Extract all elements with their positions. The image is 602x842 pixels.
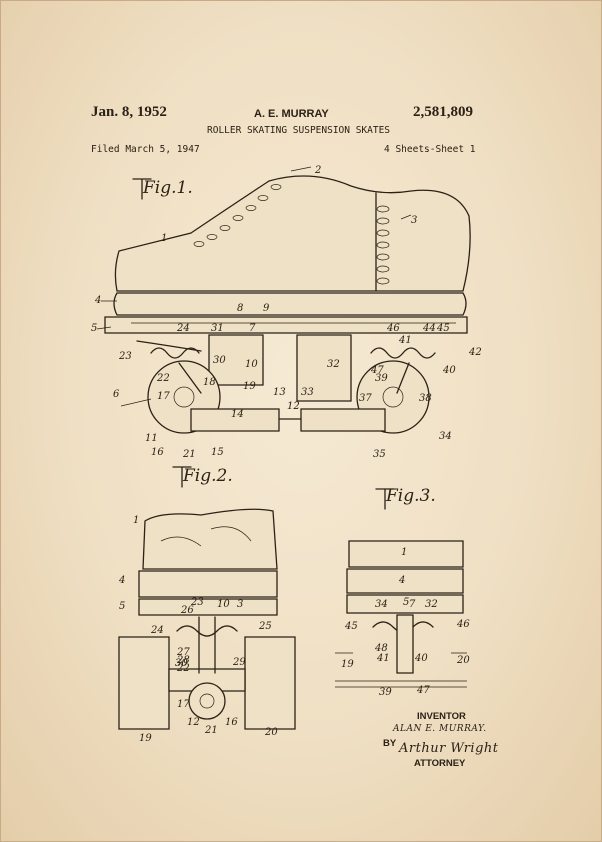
fig2-numeral-26: 26 (180, 605, 194, 616)
fig1-numeral-15: 15 (211, 447, 224, 458)
fig1-numeral-32: 32 (327, 359, 340, 370)
fig1-numeral-2: 2 (314, 165, 321, 176)
fig1-numeral-11: 11 (145, 433, 158, 444)
fig1-numeral-39: 39 (375, 373, 388, 384)
fig1-numeral-3: 3 (411, 215, 417, 226)
patent-date: Jan. 8, 1952 (91, 104, 167, 120)
fig3-numeral-7: 7 (409, 599, 416, 610)
fig2-numeral-3: 3 (237, 599, 243, 610)
fig3-section-view (335, 540, 467, 688)
filed-date: Filed March 5, 1947 (91, 144, 200, 155)
fig1-numeral-12: 12 (287, 401, 300, 412)
fig3-numeral-47: 47 (416, 685, 430, 696)
fig1-numeral-40: 40 (442, 365, 456, 376)
attorney-label: ATTORNEY (414, 758, 466, 769)
fig2-numeral-30: 30 (175, 658, 188, 669)
fig1-numeral-37: 37 (359, 393, 372, 404)
fig2-numeral-23: 23 (190, 597, 204, 608)
fig2-numeral-21: 21 (204, 725, 218, 736)
fig3-numeral-34: 34 (375, 599, 388, 610)
fig3-numeral-48: 48 (374, 643, 388, 654)
fig2-numeral-27: 27 (176, 647, 190, 658)
figure-3-label: Fig.3. (385, 486, 436, 506)
fig2-numeral-22: 22 (176, 663, 190, 674)
fig1-numeral-45: 45 (436, 323, 450, 334)
fig2-numeral-20: 20 (264, 727, 278, 738)
attorney-signature: Arthur Wright (399, 741, 499, 756)
fig1-numeral-35: 35 (373, 449, 386, 460)
fig1-numeral-8: 8 (237, 303, 243, 314)
fig1-numeral-31: 31 (211, 323, 224, 334)
fig2-numeral-19: 19 (139, 733, 152, 744)
fig2-numeral-5: 5 (119, 601, 125, 612)
fig1-numeral-6: 6 (113, 389, 120, 400)
fig1-numeral-19: 19 (243, 381, 256, 392)
fig1-numeral-16: 16 (151, 447, 164, 458)
figure-1-label: Fig.1. (142, 178, 193, 198)
fig1-numeral-46: 46 (386, 323, 400, 334)
fig1-numeral-14: 14 (231, 409, 244, 420)
fig1-numeral-34: 34 (439, 431, 452, 442)
fig1-numeral-30: 30 (213, 355, 226, 366)
fig3-numeral-39: 39 (379, 687, 392, 698)
fig2-numeral-17: 17 (177, 699, 190, 710)
fig3-numeral-41: 41 (376, 653, 390, 664)
sheet-count: 4 Sheets-Sheet 1 (384, 144, 476, 155)
fig2-numeral-1: 1 (133, 515, 139, 526)
fig1-numeral-47: 47 (370, 365, 384, 376)
fig2-numeral-12: 12 (187, 717, 200, 728)
fig2-numeral-28: 28 (176, 655, 190, 666)
patent-number: 2,581,809 (413, 104, 473, 120)
fig1-numeral-24: 24 (176, 323, 190, 334)
inventor-name-header: A. E. MURRAY (254, 108, 329, 120)
fig3-numeral-45: 45 (344, 621, 358, 632)
fig1-numeral-21: 21 (182, 449, 196, 460)
by-label: BY (383, 738, 397, 749)
figure-2-label: Fig.2. (182, 466, 233, 486)
fig3-numeral-1: 1 (401, 547, 407, 558)
fig1-numeral-41: 41 (398, 335, 412, 346)
patent-title: ROLLER SKATING SUSPENSION SKATES (207, 125, 391, 136)
inventor-name: ALAN E. MURRAY. (393, 724, 487, 734)
fig3-numeral-4: 4 (398, 575, 405, 586)
fig1-numeral-10: 10 (245, 359, 258, 370)
fig3-numeral-40: 40 (414, 653, 428, 664)
fig2-numeral-25: 25 (258, 621, 272, 632)
fig1-numeral-33: 33 (301, 387, 314, 398)
fig1-numeral-13: 13 (273, 387, 286, 398)
fig3-numeral-5: 5 (403, 597, 409, 608)
fig3-numeral-32: 32 (425, 599, 438, 610)
fig1-numeral-5: 5 (91, 323, 97, 334)
inventor-label: INVENTOR (417, 711, 466, 722)
fig1-numeral-7: 7 (249, 323, 256, 334)
fig3-numeral-20: 20 (456, 655, 470, 666)
fig2-skate-front-view (118, 508, 296, 730)
fig1-numeral-42: 42 (468, 347, 482, 358)
fig1-numeral-9: 9 (263, 303, 270, 314)
fig2-numeral-4: 4 (118, 575, 125, 586)
fig2-numeral-29: 29 (232, 657, 246, 668)
fig2-numeral-24: 24 (150, 625, 164, 636)
fig1-numeral-44: 44 (422, 323, 436, 334)
fig1-numeral-17: 17 (157, 391, 170, 402)
fig3-numeral-19: 19 (341, 659, 354, 670)
fig1-numeral-4: 4 (94, 295, 101, 306)
fig2-numeral-10: 10 (217, 599, 230, 610)
fig2-numeral-16: 16 (225, 717, 238, 728)
fig3-numeral-46: 46 (456, 619, 470, 630)
fig1-numeral-18: 18 (203, 377, 216, 388)
fig1-numeral-22: 22 (156, 373, 170, 384)
fig1-skate-side-view (96, 166, 471, 434)
fig1-numeral-23: 23 (118, 351, 132, 362)
fig1-numeral-38: 38 (419, 393, 432, 404)
fig1-numeral-1: 1 (161, 233, 167, 244)
